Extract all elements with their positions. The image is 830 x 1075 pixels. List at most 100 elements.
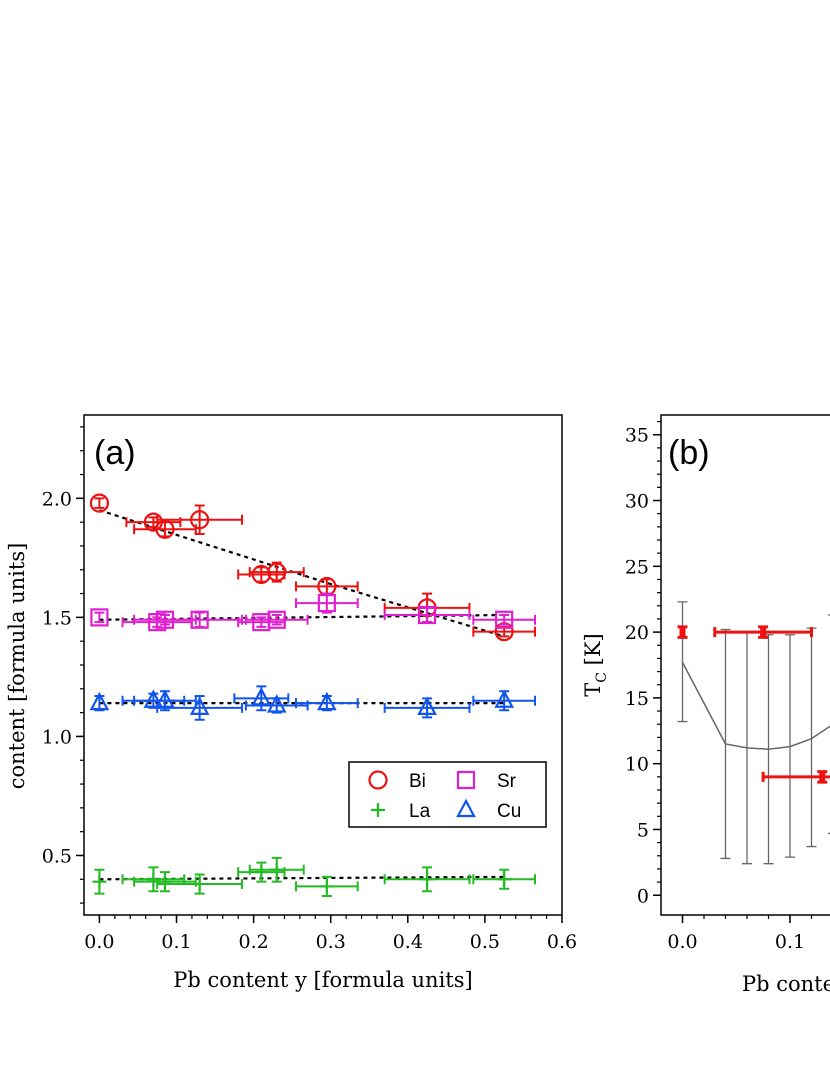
data-point-la [192,877,207,892]
error-bar-sr [244,614,309,626]
y-tick-label: 30 [625,491,649,513]
legend-marker-cu [456,798,476,818]
panel-a-x-axis-title: Pb content y [formula units] [173,968,472,992]
legend-marker-la [371,803,385,817]
data-point-la [319,879,334,894]
panel-b-y-axis-subscript: C [594,672,610,683]
legend-label-sr: Sr [497,771,517,792]
error-bar-cu [295,694,359,712]
data-point-bi [155,519,175,539]
error-bar-sr [94,611,105,624]
y-tick-label: 5 [637,819,649,841]
data-point-la [254,865,269,880]
panel-b-y-axis-symbol: T [581,683,605,697]
data-point-cu [155,689,175,708]
data-point-la [269,862,284,877]
y-tick-label: 2.0 [42,488,72,510]
y-tick-label: 1.0 [42,726,72,748]
panel-b-plot-area [677,601,830,865]
data-point-cu [89,691,110,711]
data-point-la [92,874,107,889]
envelope-line [681,662,830,750]
data-point-bi [251,564,271,585]
error-bar-cu [472,690,537,712]
data-point-cu [189,696,210,715]
data-point-cu [494,689,515,708]
panel-a-plot-area [89,493,537,897]
panel-a-y-axis-title: content [formula units] [5,543,29,790]
data-point-bi [89,493,110,513]
panel-a: 0.0 0.1 0.2 0.3 0.4 0.5 0.6 0.5 1.0 1.5 2.0 (a) Pb… [5,414,577,992]
error-bar-bi [248,561,305,583]
data-point-sr [267,610,286,629]
data-point-cu [143,689,164,708]
x-tick-label: 0.2 [239,931,269,953]
x-tick-label: 0.0 [84,931,114,953]
panel-b-label: (b) [668,434,710,472]
error-bar-sr [156,611,244,628]
data-point-bi [190,510,210,530]
tc-data-point [679,628,686,637]
x-tick-label: 0.4 [393,931,423,953]
panel-b-frame [660,414,830,916]
legend-label-cu: Cu [497,801,521,822]
data-point-cu [417,696,437,715]
error-bar-bi [156,504,244,536]
legend-marker-bi [368,770,388,790]
legend-label-bi: Bi [409,771,426,792]
fit-line-bi [99,509,505,638]
data-point-bi [267,562,287,582]
error-bar-cu [233,685,290,712]
data-point-sr [317,593,336,613]
envelope-error-bar [677,601,688,723]
x-tick-label: 0.0 [667,931,697,953]
x-tick-label: 0.3 [316,931,346,953]
legend-label-la: La [409,801,431,822]
y-tick-label: 0.5 [42,845,72,867]
data-point-la [420,872,435,887]
data-point-sr [190,610,209,629]
y-tick-label: 1.5 [42,607,72,629]
panel-a-axes: 0.0 0.1 0.2 0.3 0.4 0.5 0.6 0.5 1.0 1.5 2.0 [42,426,577,953]
error-bar-cu [156,694,244,721]
data-point-la [157,874,172,889]
panel-b-y-axis-unit: [K] [581,633,605,672]
x-tick-label: 0.5 [470,931,500,953]
error-bar-cu [383,697,471,719]
data-point-sr [495,610,514,629]
x-tick-label: 0.6 [547,931,577,953]
y-tick-label: 35 [625,425,649,447]
tc-data-point [819,772,826,781]
error-bar-bi [472,625,537,638]
panel-b-x-axis-title: Pb conte [742,972,830,996]
data-point-cu [251,686,272,706]
error-bar-sr [295,592,359,614]
legend-marker-sr [456,770,476,790]
x-tick-label: 0.1 [161,931,191,953]
error-bar-sr [472,614,537,626]
data-point-sr [417,605,437,625]
error-bar-bi [295,578,359,595]
error-bar-cu [133,690,197,712]
error-bar-bi [125,516,182,528]
y-tick-label: 15 [625,688,649,710]
y-tick-label: 10 [625,754,649,776]
panel-a-label: (a) [94,434,136,472]
data-point-cu [317,691,337,711]
error-bar-bi [94,497,105,509]
panel-b-y-axis-title: TC [K] [581,633,610,696]
panel-a-frame [83,414,563,916]
envelope-error-bar [806,627,817,848]
y-tick-label: 25 [625,556,649,578]
error-bar-bi [133,521,197,538]
x-tick-label: 0.1 [775,931,805,953]
error-bar-sr [383,606,471,624]
error-bar-cu [244,697,309,714]
y-tick-label: 20 [625,622,649,644]
data-point-sr [90,608,109,627]
y-tick-label: 0 [637,885,649,907]
